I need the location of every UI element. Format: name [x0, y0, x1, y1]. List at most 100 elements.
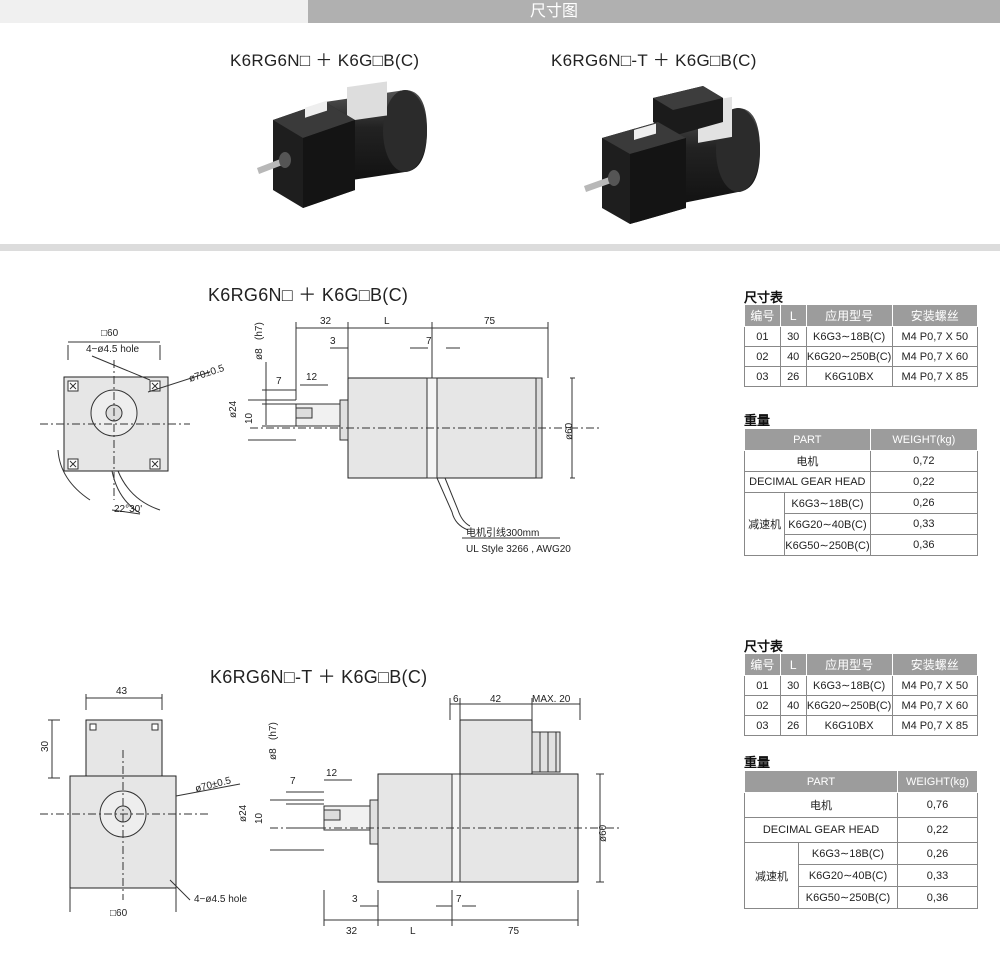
page-title: 尺寸图 — [529, 3, 578, 20]
table-row: K6G50∼250B(C) 0,36 — [745, 534, 979, 556]
cell: M4 P0,7 X 85 — [891, 366, 979, 387]
cell: 03 — [744, 715, 781, 736]
section2-weight-table-title: 重量 — [744, 755, 771, 770]
table-row: 电机 0,72 — [744, 450, 979, 472]
cell: 电机 — [744, 450, 871, 472]
dim-hole: 4−ø4.5 hole — [86, 344, 140, 355]
dim-l12: 12 — [326, 768, 338, 779]
cell: K6G50∼250B(C) — [784, 534, 871, 556]
table-row: 01 30 K6G3∼18B(C) M4 P0,7 X 50 — [744, 326, 979, 347]
section2-drawing: 43 30 ø70±0.5 4−ø4.5 hole □60 ø8 (h7) 6 … — [40, 686, 620, 937]
cell: 40 — [779, 695, 807, 716]
cell: M4 P0,7 X 60 — [891, 346, 979, 367]
table-row: 03 26 K6G10BX M4 P0,7 X 85 — [744, 715, 979, 736]
section1-weight-table: PART WEIGHT(kg) 电机 0,72 DECIMAL GEAR HEA… — [743, 428, 979, 556]
cell: 0,33 — [897, 864, 978, 887]
dim-l30: 30 — [40, 740, 51, 752]
dim-h7: (h7) — [268, 722, 279, 740]
cell: K6G3∼18B(C) — [805, 675, 893, 696]
table-row: 01 30 K6G3∼18B(C) M4 P0,7 X 50 — [744, 675, 979, 696]
cell: 01 — [744, 675, 781, 696]
dim-l75: 75 — [484, 316, 496, 327]
dim-l43: 43 — [116, 686, 128, 697]
cell: 30 — [779, 675, 807, 696]
cell: 0,36 — [897, 886, 978, 909]
motor-photo-standard — [257, 81, 427, 208]
cell: 0,26 — [897, 842, 978, 865]
col-part: PART — [744, 770, 898, 793]
cell: 26 — [779, 366, 807, 387]
dim-max20: MAX. 20 — [532, 694, 571, 705]
dim-d10: 10 — [244, 412, 255, 424]
cell: 30 — [779, 326, 807, 347]
section1-weight-table-title: 重量 — [744, 413, 771, 428]
col-weight: WEIGHT(kg) — [897, 770, 978, 793]
cell: 40 — [779, 346, 807, 367]
cell: 03 — [744, 366, 781, 387]
col-screw: 安装螺丝 — [891, 653, 979, 676]
dim-l7b: 7 — [456, 894, 462, 905]
lead-line2: UL Style 3266 , AWG20 — [466, 544, 571, 555]
dim-pcd: ø70±0.5 — [188, 363, 227, 385]
dim-lL: L — [384, 316, 390, 327]
section-separator — [0, 244, 1000, 251]
cell: M4 P0,7 X 85 — [891, 715, 979, 736]
cell: 0,26 — [869, 492, 979, 514]
cell: K6G20∼40B(C) — [798, 864, 898, 887]
col-weight: WEIGHT(kg) — [869, 428, 979, 451]
table-row: K6G20∼40B(C) 0,33 — [745, 864, 978, 887]
header-left-band — [0, 0, 308, 23]
cell: K6G20∼250B(C) — [805, 346, 893, 367]
cell: 电机 — [744, 792, 898, 818]
cell: K6G10BX — [805, 715, 893, 736]
dim-angle: 22°30' — [114, 504, 142, 515]
dim-d8: ø8 — [254, 348, 265, 360]
cell: K6G10BX — [805, 366, 893, 387]
section2-size-table: 编号 L 应用型号 安装螺丝 01 30 K6G3∼18B(C) M4 P0,7… — [744, 653, 979, 736]
cell: 0,22 — [869, 471, 979, 493]
dim-l42: 42 — [490, 694, 502, 705]
col-screw: 安装螺丝 — [891, 304, 979, 327]
cell: K6G20∼40B(C) — [784, 513, 871, 535]
section2-size-table-title: 尺寸表 — [744, 639, 784, 654]
cell: 0,36 — [869, 534, 979, 556]
cell: 02 — [744, 695, 781, 716]
cell: 减速机 — [743, 492, 786, 556]
section2-weight-table: PART WEIGHT(kg) 电机 0,76 DECIMAL GEAR HEA… — [744, 770, 978, 909]
dim-d24: ø24 — [228, 400, 239, 418]
header-right-band — [308, 0, 1000, 23]
dim-l3: 3 — [352, 894, 358, 905]
table-row: 电机 0,76 — [744, 792, 978, 818]
dim-d8: ø8 — [268, 748, 279, 760]
dim-l32: 32 — [346, 926, 358, 937]
cell: 减速机 — [744, 842, 799, 909]
col-no: 编号 — [744, 304, 781, 327]
table-row: DECIMAL GEAR HEAD 0,22 — [744, 817, 978, 843]
cell: K6G3∼18B(C) — [805, 326, 893, 347]
dim-d60: ø60 — [564, 422, 575, 440]
table-row: DECIMAL GEAR HEAD 0,22 — [744, 471, 979, 493]
dim-lL: L — [410, 926, 416, 937]
lead-line1: 电机引线300mm — [466, 526, 539, 539]
col-L: L — [779, 304, 807, 327]
cell: K6G3∼18B(C) — [798, 842, 898, 865]
dim-l7b: 7 — [276, 376, 282, 387]
cell: 02 — [744, 346, 781, 367]
cell: 0,33 — [869, 513, 979, 535]
dim-pcd: ø70±0.5 — [194, 775, 233, 795]
cell: M4 P0,7 X 50 — [891, 675, 979, 696]
dim-d60: ø60 — [598, 824, 609, 842]
cell: DECIMAL GEAR HEAD — [744, 471, 871, 493]
table-row: 02 40 K6G20∼250B(C) M4 P0,7 X 60 — [744, 695, 979, 716]
dim-l12: 12 — [306, 372, 318, 383]
dim-sq60: □60 — [101, 328, 119, 339]
motor-photo-terminal — [584, 86, 760, 224]
section1-size-table: 编号 L 应用型号 安装螺丝 01 30 K6G3∼18B(C) M4 P0,7… — [744, 304, 979, 387]
dim-l3: 3 — [330, 336, 336, 347]
table-row: 减速机 K6G3∼18B(C) 0,26 — [743, 492, 979, 556]
cell: 0,76 — [897, 792, 978, 818]
col-L: L — [779, 653, 807, 676]
section1-size-table-title: 尺寸表 — [744, 290, 784, 305]
cell: 01 — [744, 326, 781, 347]
col-no: 编号 — [744, 653, 781, 676]
